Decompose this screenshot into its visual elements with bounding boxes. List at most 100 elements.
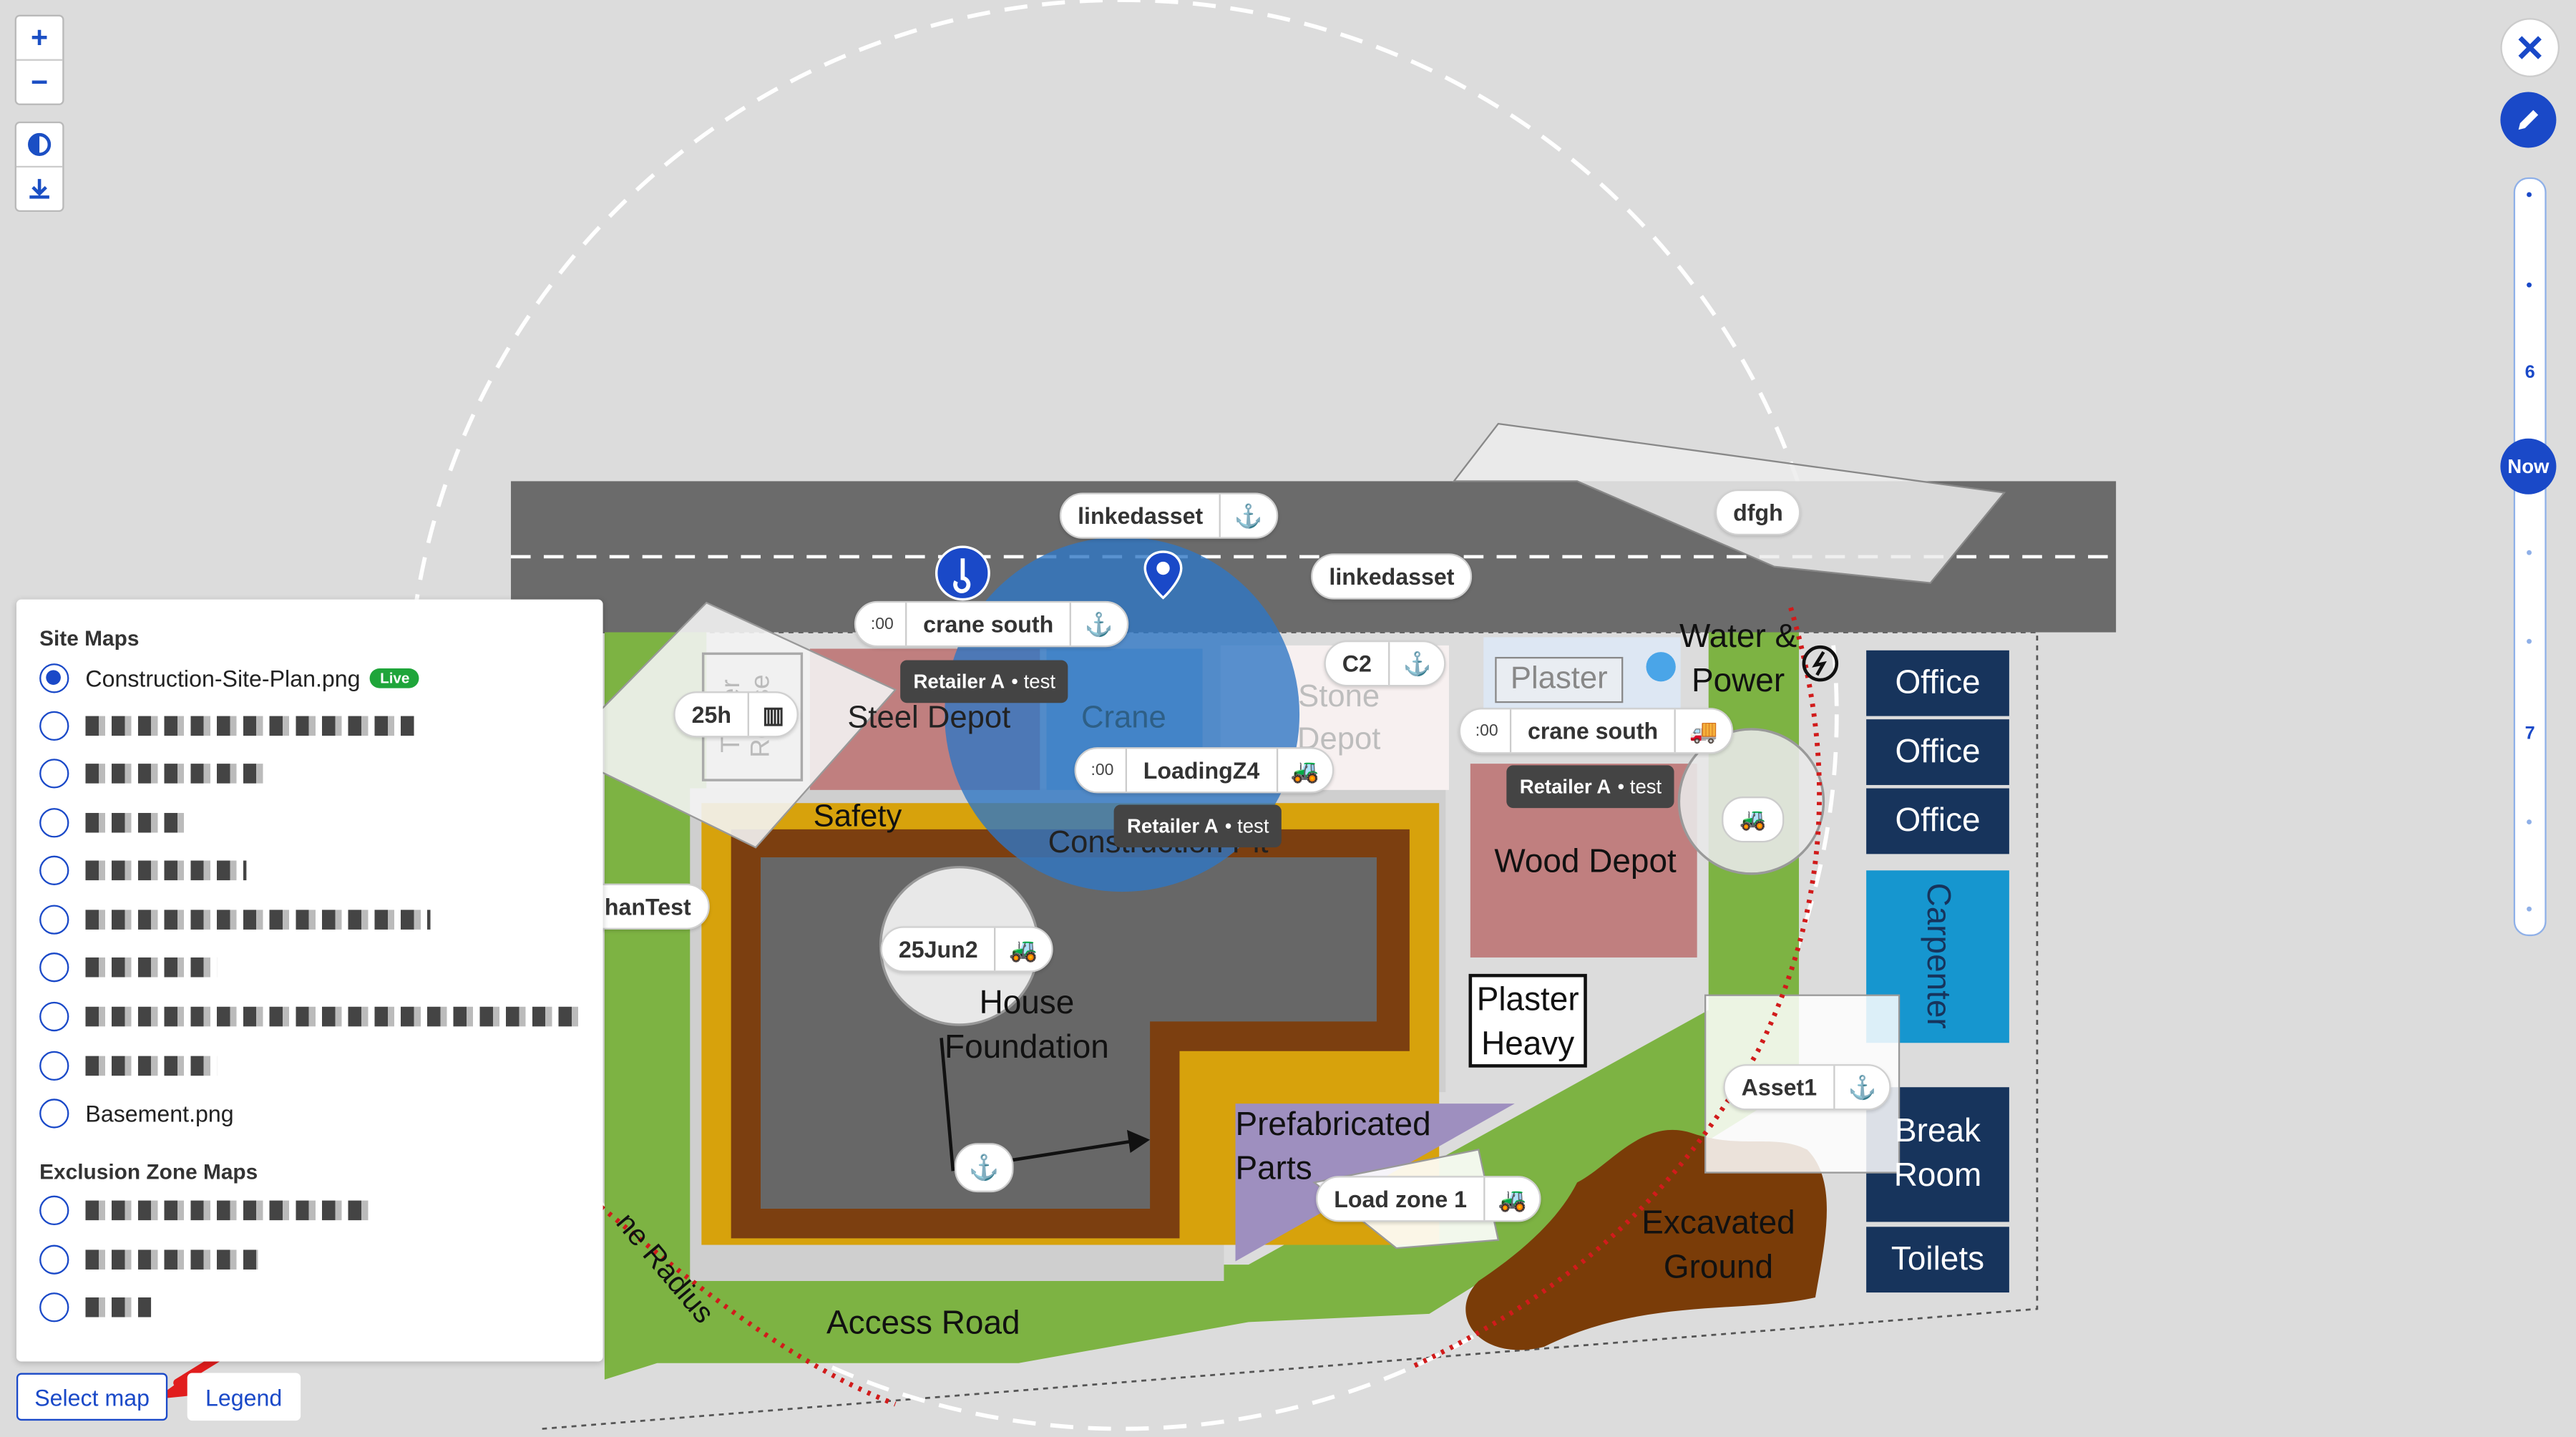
forklift-icon[interactable]: 🚜 xyxy=(1722,797,1785,843)
marker-linkedasset-top[interactable]: linkedasset ⚓ xyxy=(1059,492,1278,539)
contrast-button[interactable] xyxy=(16,123,62,166)
map-option-redacted[interactable] xyxy=(39,998,579,1034)
marker-time: :00 xyxy=(856,603,907,646)
radio[interactable] xyxy=(39,1244,69,1275)
radio[interactable] xyxy=(39,808,69,838)
map-option-redacted[interactable] xyxy=(39,852,247,888)
select-map-button[interactable]: Select map xyxy=(16,1373,168,1421)
marker-asset1[interactable]: Asset1 ⚓ xyxy=(1723,1064,1892,1111)
timeline-tick xyxy=(2527,819,2532,825)
crane-hook-marker-icon[interactable] xyxy=(935,545,990,601)
close-icon xyxy=(2518,36,2542,59)
map-option-redacted[interactable] xyxy=(39,1048,218,1083)
hook-icon: ⚓ xyxy=(1387,642,1445,685)
map-option-label: Basement.png xyxy=(85,1100,234,1127)
break-room-label: Break Room xyxy=(1893,1113,1982,1194)
live-badge: Live xyxy=(370,668,420,688)
marker-label: crane south xyxy=(1527,717,1659,744)
marker-dfgh[interactable]: dfgh xyxy=(1714,489,1802,536)
marker-c2[interactable]: C2 ⚓ xyxy=(1324,640,1447,687)
office-3-label: Office xyxy=(1895,802,1981,839)
truck-icon: 🚚 xyxy=(1674,709,1731,753)
prefabricated-parts-label: Prefabricated Parts xyxy=(1235,1106,1431,1188)
marker-label: crane south xyxy=(923,610,1054,638)
hook-icon: ⚓ xyxy=(1070,603,1126,646)
hook-icon: ⚓ xyxy=(1833,1066,1890,1109)
radio[interactable] xyxy=(39,711,69,741)
timeline-now-button[interactable]: Now xyxy=(2500,438,2557,495)
radio[interactable] xyxy=(39,1051,69,1081)
radio[interactable] xyxy=(39,1099,69,1129)
crane-zone-label: Crane xyxy=(1080,701,1166,736)
redacted-label xyxy=(85,860,247,881)
map-tools xyxy=(14,121,64,213)
contrast-icon xyxy=(28,132,52,157)
map-option-redacted[interactable] xyxy=(39,708,414,744)
redacted-label xyxy=(85,716,414,736)
marker-crane-south-1[interactable]: :00 crane south ⚓ xyxy=(854,600,1128,648)
zoom-out-button[interactable]: − xyxy=(16,59,63,104)
edit-button[interactable] xyxy=(2500,92,2557,148)
timeline-label-6: 6 xyxy=(2524,363,2535,383)
radio[interactable] xyxy=(39,1292,69,1322)
excavator-icon: 🚜 xyxy=(1276,749,1332,792)
marker-load-zone-1[interactable]: Load zone 1 🚜 xyxy=(1316,1176,1542,1222)
timeline-slider[interactable]: 6 7 xyxy=(2513,177,2547,937)
exclusion-zone-heading: Exclusion Zone Maps xyxy=(39,1159,258,1184)
marker-25jun2[interactable]: 25Jun2 🚜 xyxy=(880,926,1053,973)
close-button[interactable] xyxy=(2500,18,2560,77)
redacted-label xyxy=(85,1200,374,1221)
location-pin-icon[interactable] xyxy=(1142,548,1185,600)
radio[interactable] xyxy=(39,1001,69,1032)
redacted-label xyxy=(85,1250,258,1270)
marker-label: 25Jun2 xyxy=(898,936,978,963)
pencil-icon xyxy=(2518,109,2539,130)
marker-25h[interactable]: 25h ▥ xyxy=(673,691,799,738)
house-foundation-label: House Foundation xyxy=(945,985,1109,1066)
radio[interactable] xyxy=(39,953,69,983)
redacted-label xyxy=(85,1056,218,1076)
map-selector-panel: Site Maps Construction-Site-Plan.png Liv… xyxy=(16,599,603,1362)
timeline-tick xyxy=(2527,638,2532,644)
download-icon xyxy=(29,179,49,199)
plaster-heavy-label: Plaster Heavy xyxy=(1476,982,1579,1063)
exclusion-option-redacted[interactable] xyxy=(39,1289,152,1325)
radio[interactable] xyxy=(39,905,69,935)
exclusion-option-redacted[interactable] xyxy=(39,1192,374,1228)
marker-loadingz4[interactable]: :00 LoadingZ4 🚜 xyxy=(1074,747,1335,794)
radio[interactable] xyxy=(39,855,69,885)
marker-crane-south-2[interactable]: :00 crane south 🚚 xyxy=(1458,708,1733,754)
hook-icon: ⚓ xyxy=(1219,494,1276,537)
map-option-construction[interactable]: Construction-Site-Plan.png Live xyxy=(39,661,420,696)
timeline-tick xyxy=(2527,550,2532,555)
marker-label: hanTest xyxy=(604,893,691,920)
map-option-redacted[interactable] xyxy=(39,949,218,985)
radio[interactable] xyxy=(39,1195,69,1225)
safety-label: Safety xyxy=(813,799,902,834)
radio-selected[interactable] xyxy=(39,663,69,693)
marker-time: :00 xyxy=(1460,709,1512,753)
marker-label: C2 xyxy=(1342,650,1372,677)
exclusion-option-redacted[interactable] xyxy=(39,1242,258,1277)
map-option-basement[interactable]: Basement.png xyxy=(39,1096,234,1131)
toilets-label: Toilets xyxy=(1890,1240,1985,1277)
office-2-label: Office xyxy=(1895,733,1981,770)
download-button[interactable] xyxy=(16,165,63,210)
zoom-in-button[interactable]: + xyxy=(31,20,49,54)
tooltip-retailer-2: Retailer A• test xyxy=(1506,765,1675,809)
marker-time: :00 xyxy=(1076,749,1127,792)
excavated-ground-label: Excavated Ground xyxy=(1641,1205,1795,1286)
crane-hook-icon[interactable]: ⚓ xyxy=(954,1143,1014,1193)
marker-linkedasset-right[interactable]: linkedasset xyxy=(1311,553,1473,600)
redacted-label xyxy=(85,1006,579,1027)
map-option-redacted[interactable] xyxy=(39,902,431,937)
water-power-label: Water & Power xyxy=(1679,619,1797,700)
redacted-label xyxy=(85,957,218,978)
map-option-redacted[interactable] xyxy=(39,805,185,841)
radio[interactable] xyxy=(39,759,69,789)
legend-button[interactable]: Legend xyxy=(187,1373,301,1421)
access-road-label: Access Road xyxy=(826,1305,1020,1341)
map-option-redacted[interactable] xyxy=(39,756,266,791)
marker-hantest[interactable]: hanTest xyxy=(586,883,710,930)
